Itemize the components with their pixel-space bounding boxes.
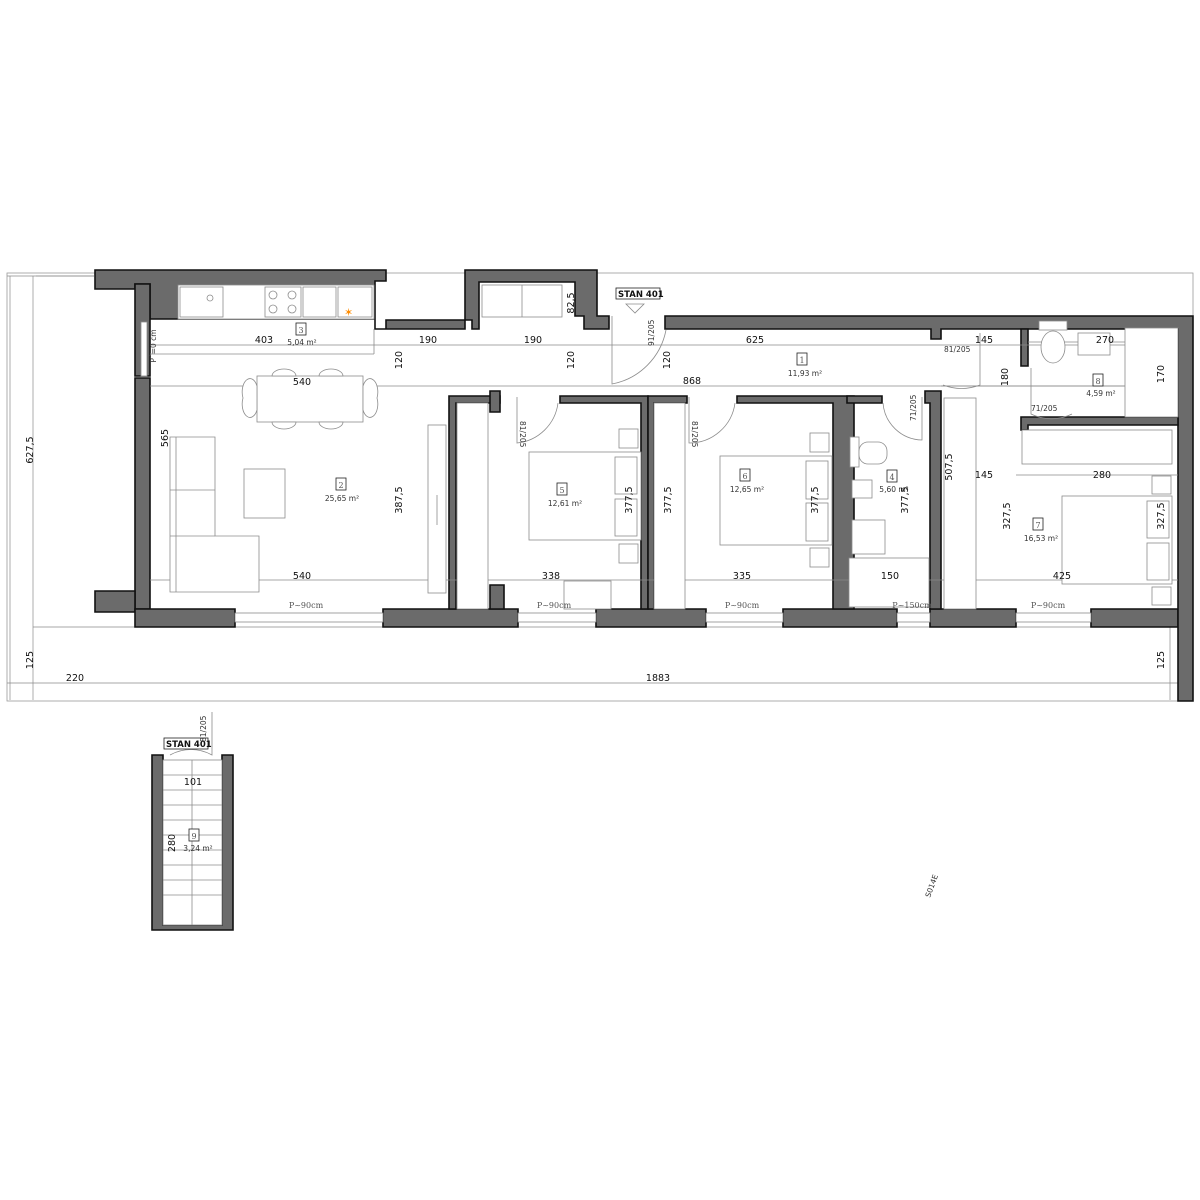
dim-bed5-width: 338 bbox=[542, 571, 560, 582]
kitchen-counter: ✶ bbox=[177, 284, 375, 320]
dim-h825: 82,5 bbox=[566, 292, 577, 313]
dimension-labels: 403 190 190 625 145 270 540 868 540 338 … bbox=[25, 292, 1167, 852]
room-1-area: 11,93 m² bbox=[788, 369, 822, 378]
dim-h120-b: 120 bbox=[566, 351, 577, 369]
dim-corridor-length: 868 bbox=[683, 376, 701, 387]
room-3-area: 5,04 m² bbox=[287, 338, 316, 347]
door-label-bath4: 71/205 bbox=[909, 394, 918, 421]
kitchen-depth-note: P´=0 cm bbox=[149, 329, 158, 362]
dim-bed7-depth-left: 327,5 bbox=[1002, 502, 1013, 529]
storage-unit-label: STAN 401 bbox=[166, 740, 212, 750]
window-bed6 bbox=[705, 612, 784, 623]
dim-hall-b: 190 bbox=[524, 335, 542, 346]
dim-bath4-width: 150 bbox=[881, 571, 899, 582]
window-kitchen-side bbox=[140, 321, 148, 377]
dim-offset-125-left: 125 bbox=[25, 651, 36, 669]
window-bed7 bbox=[1015, 612, 1092, 623]
window-bath4-note: P~150cm bbox=[892, 601, 932, 610]
dim-bed7-depth-right: 327,5 bbox=[1156, 502, 1167, 529]
room-2-number: 2 bbox=[338, 481, 343, 490]
storage-unit bbox=[151, 712, 234, 931]
dim-h120-a: 120 bbox=[394, 351, 405, 369]
dim-bed7-top-a: 145 bbox=[975, 470, 993, 481]
dim-storage-width: 101 bbox=[184, 777, 202, 788]
wardrobes bbox=[456, 397, 1173, 610]
dim-bed6-width: 335 bbox=[733, 571, 751, 582]
svg-text:✶: ✶ bbox=[344, 306, 353, 319]
room-5-number: 5 bbox=[559, 486, 564, 495]
room-3-number: 3 bbox=[298, 326, 303, 335]
dim-offset-220: 220 bbox=[66, 673, 84, 684]
window-bed6-note: P~90cm bbox=[725, 601, 760, 610]
dining-table bbox=[241, 368, 379, 430]
dim-total-height: 627,5 bbox=[25, 436, 36, 463]
room-4-area: 5,60 m² bbox=[879, 485, 908, 494]
room-labels: 1 11,93 m² 2 25,65 m² 3 5,04 m² 4 5,60 m… bbox=[183, 322, 1116, 853]
living-furniture bbox=[169, 424, 447, 594]
door-label-bath8: 71/205 bbox=[1031, 404, 1058, 413]
dim-507: 507,5 bbox=[944, 453, 955, 480]
dim-living-width: 540 bbox=[293, 571, 311, 582]
room-8-area: 4,59 m² bbox=[1086, 389, 1115, 398]
dim-offset-125-right: 125 bbox=[1156, 651, 1167, 669]
dim-dining-width: 540 bbox=[293, 377, 311, 388]
unit-label: STAN 401 bbox=[618, 290, 664, 300]
window-bed5 bbox=[517, 612, 597, 623]
unit-label-box bbox=[615, 287, 661, 300]
window-bed5-note: P~90cm bbox=[537, 601, 572, 610]
dim-total-width: 1883 bbox=[646, 673, 670, 684]
bathroom-fixtures bbox=[848, 320, 1179, 608]
room-1-number: 1 bbox=[799, 356, 804, 365]
dim-kitchen-width: 403 bbox=[255, 335, 273, 346]
door-label-bed5: 81/205 bbox=[518, 421, 527, 448]
dim-bed6-depth-right: 377,5 bbox=[810, 486, 821, 513]
doors bbox=[516, 316, 1073, 444]
dim-living-depth: 565 bbox=[160, 429, 171, 447]
dim-bed7-width: 425 bbox=[1053, 571, 1071, 582]
dim-h120-c: 120 bbox=[662, 351, 673, 369]
dim-hall-c: 625 bbox=[746, 335, 764, 346]
room-7-number: 7 bbox=[1035, 521, 1040, 530]
door-label-entry: 91/205 bbox=[647, 319, 656, 346]
dim-bath8-width: 270 bbox=[1096, 335, 1114, 346]
entry-wardrobe bbox=[481, 284, 563, 318]
window-living bbox=[234, 612, 384, 623]
dim-bed6-depth-left: 377,5 bbox=[663, 486, 674, 513]
dim-bed5-depth: 377,5 bbox=[624, 486, 635, 513]
door-label-storage: 81/205 bbox=[199, 715, 208, 742]
room-4-number: 4 bbox=[889, 473, 894, 482]
window-bed7-note: P~90cm bbox=[1031, 601, 1066, 610]
north-note: S014E bbox=[923, 873, 940, 899]
dim-bath4-depth: 377,5 bbox=[900, 486, 911, 513]
storage-label-box bbox=[163, 737, 209, 750]
dim-hall-d: 145 bbox=[975, 335, 993, 346]
door-label-hall-right: 81/205 bbox=[944, 345, 971, 354]
room-7-area: 16,53 m² bbox=[1024, 534, 1058, 543]
dim-bath8-right: 170 bbox=[1156, 365, 1167, 383]
window-living-note: P~90cm bbox=[289, 601, 324, 610]
room-2-area: 25,65 m² bbox=[325, 494, 359, 503]
dim-hall-a: 190 bbox=[419, 335, 437, 346]
door-label-bed6: 81/205 bbox=[690, 421, 699, 448]
room-6-number: 6 bbox=[742, 472, 747, 481]
dim-storage-depth: 280 bbox=[167, 834, 178, 852]
windows bbox=[140, 321, 1092, 623]
dim-bed7-top-b: 280 bbox=[1093, 470, 1111, 481]
room-5-area: 12,61 m² bbox=[548, 499, 582, 508]
beds bbox=[528, 428, 1173, 610]
room-9-number: 9 bbox=[191, 832, 196, 841]
dim-height-387: 387,5 bbox=[394, 486, 405, 513]
window-bath4 bbox=[896, 612, 931, 623]
room-6-area: 12,65 m² bbox=[730, 485, 764, 494]
room-8-number: 8 bbox=[1095, 377, 1100, 386]
dim-bath8-height: 180 bbox=[1000, 368, 1011, 386]
room-9-area: 3,24 m² bbox=[183, 844, 212, 853]
